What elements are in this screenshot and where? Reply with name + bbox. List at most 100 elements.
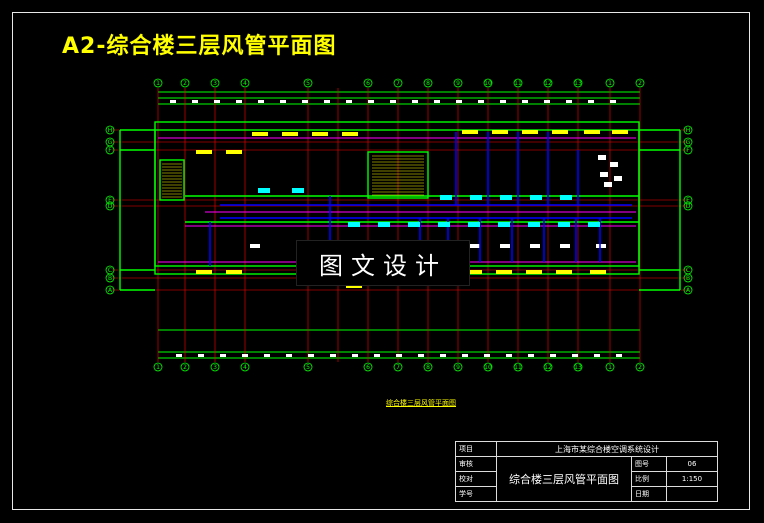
axis-bubble-label: 7 (396, 80, 400, 87)
meta-value: 1:150 (666, 471, 718, 487)
axis-bubble (240, 78, 250, 88)
dimension-lines-bottom (158, 329, 640, 359)
drawing-title: A2-综合楼三层风管平面图 (62, 34, 337, 59)
air-grille (252, 132, 268, 136)
diffuser (560, 195, 572, 200)
diffuser (558, 222, 570, 227)
axis-bubble (573, 362, 583, 372)
fixture-mark (594, 354, 600, 357)
axis-bubble-label: E (686, 197, 690, 204)
axis-bubble (105, 195, 115, 205)
fixture-mark (264, 354, 270, 357)
axis-bubble-label: 4 (243, 364, 247, 371)
meta-value: 06 (666, 456, 718, 472)
axis-bubble (240, 362, 250, 372)
meta-value (666, 486, 718, 502)
axis-bubble (683, 195, 693, 205)
fixture-mark (220, 354, 226, 357)
air-grille (346, 284, 362, 288)
diffuser (438, 222, 450, 227)
meta-label: 日期 (631, 486, 667, 502)
diffuser (528, 222, 540, 227)
axis-bubble (210, 362, 220, 372)
axis-bubble-label: 3 (213, 364, 217, 371)
axis-bubble (393, 362, 403, 372)
axis-bubble (605, 78, 615, 88)
fixture-mark (286, 354, 292, 357)
air-grille (552, 130, 568, 134)
axis-bubble (543, 362, 553, 372)
air-ducts (209, 132, 632, 266)
fixture-mark (560, 244, 570, 248)
axis-bubble (683, 145, 693, 155)
fixture-mark (280, 100, 286, 103)
axis-bubble-label: C (108, 267, 112, 274)
diffuser (500, 195, 512, 200)
air-grille (342, 132, 358, 136)
axis-bubble-label: A (108, 287, 113, 294)
axis-bubble (683, 273, 693, 283)
fixture-mark (198, 354, 204, 357)
air-grille (496, 270, 512, 274)
axis-bubble (483, 78, 493, 88)
fixtures (170, 100, 622, 357)
fixture-mark (308, 354, 314, 357)
axis-bubble (210, 78, 220, 88)
air-grille (466, 270, 482, 274)
axis-bubble-label: D (686, 203, 691, 210)
fixture-mark (390, 100, 396, 103)
fixture-mark (600, 172, 608, 177)
axis-bubble (423, 362, 433, 372)
project-name: 上海市某综合楼空调系统设计 (496, 441, 718, 457)
diffuser (408, 222, 420, 227)
axis-bubble-label: 7 (396, 364, 400, 371)
fixture-mark (596, 244, 606, 248)
air-grille (462, 130, 478, 134)
fixture-mark (396, 354, 402, 357)
axis-bubble (105, 273, 115, 283)
axis-bubble (483, 362, 493, 372)
fixture-mark (236, 100, 242, 103)
axis-bubble-label: 2 (183, 364, 187, 371)
fixture-mark (500, 244, 510, 248)
diffuser (378, 222, 390, 227)
axis-bubble-label: 10 (484, 80, 492, 87)
axis-lines-vertical (157, 88, 641, 362)
axis-bubble-label: 1 (156, 80, 160, 87)
fixture-mark (610, 100, 616, 103)
fixture-mark (572, 354, 578, 357)
axis-bubble-label: 2 (638, 364, 642, 371)
axis-bubble-label: 5 (306, 80, 310, 87)
diffusers (258, 188, 600, 227)
axis-bubble-label: 9 (456, 364, 460, 371)
axis-bubble-label: E (108, 197, 112, 204)
fixture-mark (324, 100, 330, 103)
axis-bubble (453, 362, 463, 372)
axis-bubble (363, 362, 373, 372)
fixture-mark (500, 100, 506, 103)
fixture-mark (598, 155, 606, 160)
fixture-mark (330, 354, 336, 357)
axis-bubble (303, 78, 313, 88)
fixture-mark (258, 100, 264, 103)
air-grille (312, 132, 328, 136)
watermark: 图文设计 (296, 240, 470, 286)
dimension-lines-top (158, 91, 640, 105)
fixture-mark (566, 100, 572, 103)
axis-bubble (363, 78, 373, 88)
axis-bubble (393, 78, 403, 88)
axis-bubble (605, 362, 615, 372)
axis-bubble-label: D (108, 203, 113, 210)
axis-bubble (105, 285, 115, 295)
diffuser (498, 222, 510, 227)
axis-bubble (105, 125, 115, 135)
axis-bubble-label: 6 (366, 364, 370, 371)
meta-label: 图号 (631, 456, 667, 472)
diffuser (530, 195, 542, 200)
fixture-mark (440, 354, 446, 357)
axis-bubble-label: H (686, 127, 691, 134)
fixture-mark (522, 100, 528, 103)
fixture-mark (616, 354, 622, 357)
diffuser (588, 222, 600, 227)
